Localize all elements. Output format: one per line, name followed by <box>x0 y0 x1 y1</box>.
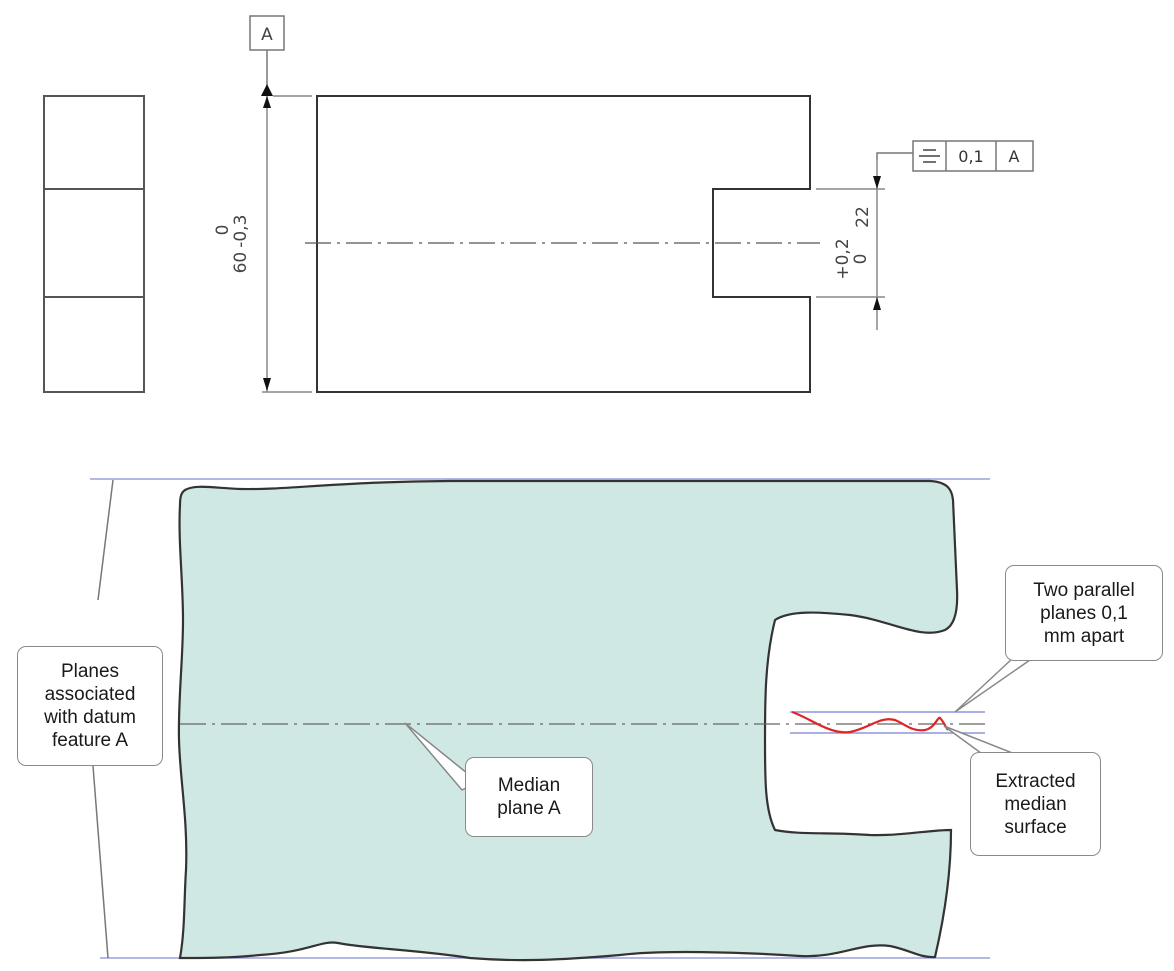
slot-nominal: 22 <box>853 206 873 228</box>
slot-dimension-text: 22 +0,2 0 <box>833 206 873 279</box>
datum-label-box <box>249 15 285 51</box>
symmetry-icon <box>919 149 940 163</box>
height-nominal-tolerance: 60 -0,3 <box>231 215 251 274</box>
height-dimension <box>262 95 312 393</box>
callout-median-plane: Median plane A <box>465 757 593 837</box>
fcf-tolerance: 0,1 <box>958 147 983 166</box>
height-lower-tolerance: -0,3 <box>231 215 251 248</box>
side-view-outline <box>43 95 145 393</box>
slot-upper-tolerance: +0,2 <box>833 238 853 279</box>
height-nominal: 60 <box>231 252 251 274</box>
arrow-down-icon <box>263 378 271 391</box>
side-view <box>43 95 145 393</box>
slot-lower-tolerance: 0 <box>851 254 871 265</box>
arrow-up-icon <box>263 96 271 108</box>
callout-planes-datum: Planes associated with datum feature A <box>17 646 163 766</box>
height-dimension-text: 60 -0,3 0 <box>213 215 251 274</box>
leader-planes-bottom <box>92 765 109 959</box>
arrow-up-icon <box>873 297 881 310</box>
part-shape <box>177 479 959 962</box>
leader-planes-top <box>97 479 114 601</box>
feature-control-frame: 0,1 A <box>876 140 1034 172</box>
datum-label: A <box>261 25 273 45</box>
datum-feature-symbol: A <box>249 15 285 96</box>
datum-triangle-icon <box>261 84 273 96</box>
front-view-outline <box>316 95 811 393</box>
fcf-leader <box>876 152 913 160</box>
fcf-datum: A <box>1009 147 1020 166</box>
height-upper-tolerance: 0 <box>213 225 233 236</box>
callout-extracted-surface: Extracted median surface <box>970 752 1101 856</box>
leader-parallel-planes <box>954 657 1033 713</box>
arrow-down-icon <box>873 176 881 189</box>
extracted-median-surface <box>791 710 949 734</box>
callout-parallel-planes: Two parallel planes 0,1 mm apart <box>1005 565 1163 661</box>
